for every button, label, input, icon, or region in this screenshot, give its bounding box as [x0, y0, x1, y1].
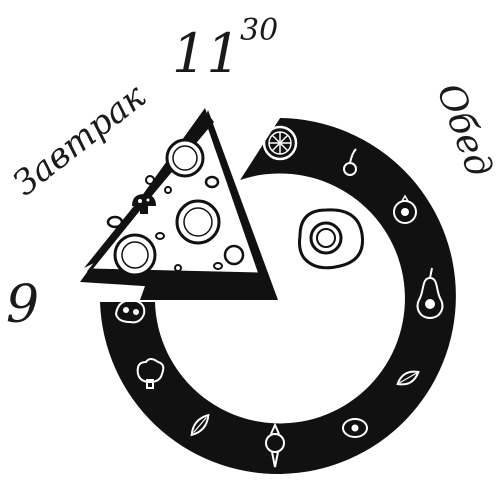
pepperoni-2 [175, 199, 221, 245]
lunch-label: Обед [429, 78, 500, 182]
lemon-slice-icon [262, 125, 298, 161]
olives-icon [114, 298, 146, 324]
carrot-icon [265, 422, 285, 468]
pizza-slice-icon [80, 108, 278, 300]
leaf-icon [396, 370, 420, 386]
tomato-icon [393, 194, 417, 224]
breakfast-label-group: Завтрак [6, 76, 154, 204]
time-mid-hour-label: 11 [172, 22, 241, 85]
broccoli-icon [136, 358, 165, 389]
pepperoni-4 [223, 244, 245, 266]
pepperoni-3 [113, 233, 157, 277]
time-start-label: 9 [6, 275, 39, 335]
cherry-icon [343, 148, 357, 176]
fried-egg-icon [298, 208, 365, 270]
almond-icon [190, 413, 210, 437]
egg-icon [342, 418, 368, 438]
mushroom-icon [132, 194, 156, 214]
pear-icon [416, 267, 444, 320]
ring-shape [100, 118, 456, 474]
lunch-label-group: Обед [429, 78, 500, 182]
pepperoni-1 [165, 138, 205, 178]
breakfast-label: Завтрак [6, 76, 154, 204]
time-mid-minutes-label: 30 [240, 13, 278, 48]
